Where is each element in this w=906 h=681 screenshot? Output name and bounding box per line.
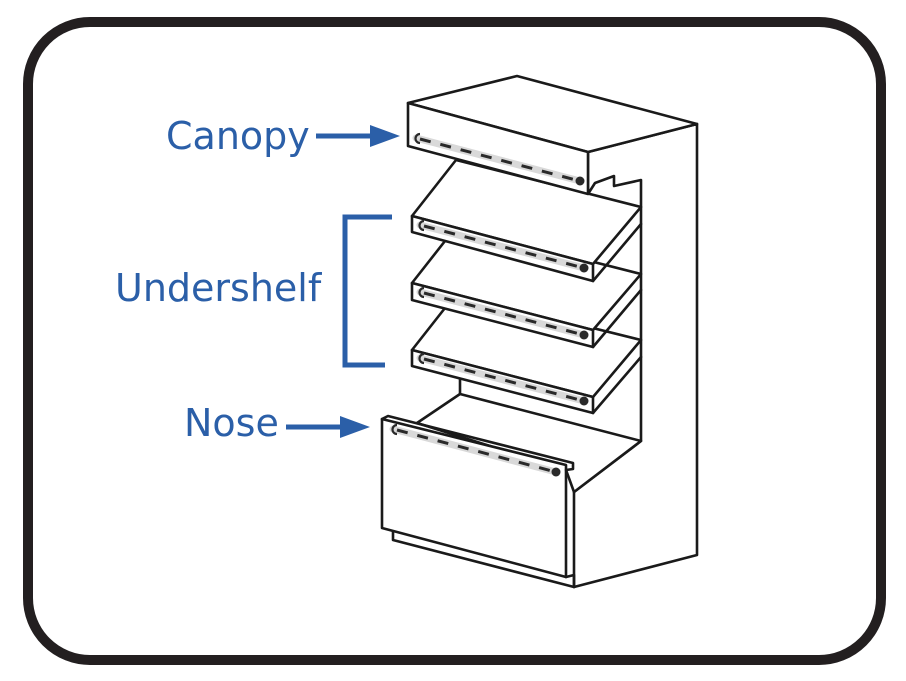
- display-case: [380, 74, 699, 589]
- canopy-callout: Canopy: [166, 114, 400, 158]
- nose-arrow-icon: [340, 416, 370, 438]
- undershelf-label: Undershelf: [115, 266, 323, 310]
- undershelf-callout: Undershelf: [115, 214, 392, 368]
- canopy-label: Canopy: [166, 114, 310, 158]
- canopy-arrow-icon: [370, 125, 400, 147]
- nose-label: Nose: [184, 401, 279, 445]
- nose-callout: Nose: [184, 401, 370, 445]
- undershelf-1: [410, 158, 643, 283]
- undershelf-2: [410, 225, 643, 349]
- canopy: [406, 74, 699, 196]
- diagram-frame: [23, 17, 886, 665]
- undershelf-bracket-icon: [342, 214, 392, 368]
- base-plinth: [391, 528, 576, 589]
- nose: [380, 414, 575, 579]
- undershelf-3: [410, 292, 643, 415]
